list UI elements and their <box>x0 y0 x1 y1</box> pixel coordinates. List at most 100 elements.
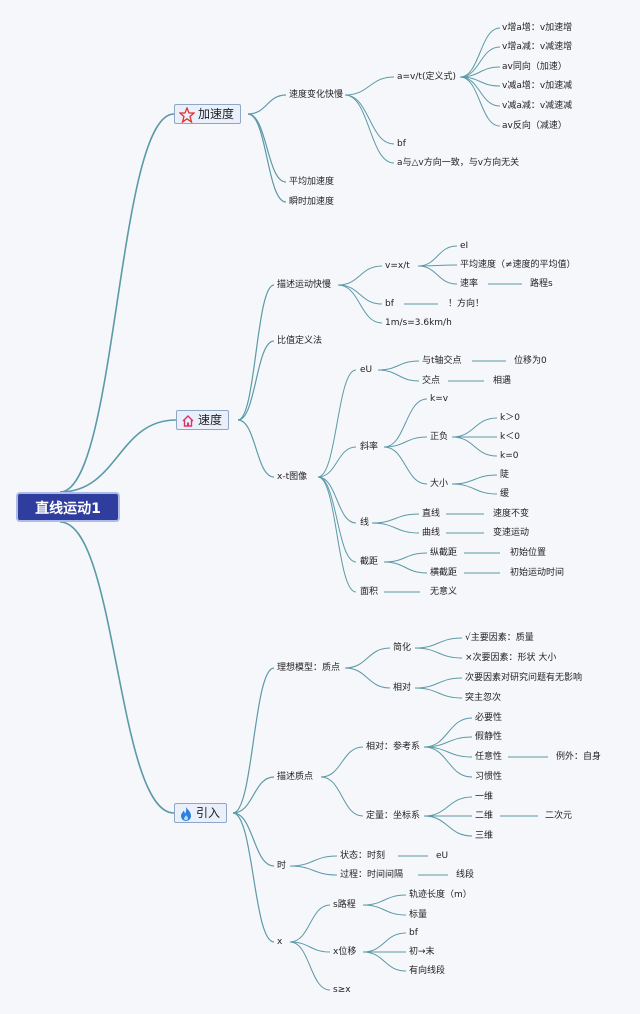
speed-bf[interactable]: bf <box>385 299 394 309</box>
ref-necessary[interactable]: 必要性 <box>475 713 503 723</box>
x-path[interactable]: s路程 <box>333 900 356 910</box>
x-s-ge-x[interactable]: s≥x <box>333 985 351 995</box>
ref-arbitrary[interactable]: 任意性 <box>475 752 503 762</box>
accel-case-4[interactable]: v减a增：v加速减 <box>502 81 573 91</box>
ref-assume-static[interactable]: 假静性 <box>475 732 503 742</box>
coord-2d[interactable]: 二维 <box>475 811 494 821</box>
time-segment[interactable]: 线段 <box>456 870 475 880</box>
intro-x[interactable]: x <box>277 937 283 947</box>
intercept-x[interactable]: 横截距 <box>430 568 458 578</box>
disp-directed[interactable]: 有向线段 <box>409 966 446 976</box>
connector <box>344 94 395 145</box>
branch-speed[interactable]: 速度 <box>176 410 230 430</box>
connector <box>459 66 501 78</box>
time-process[interactable]: 过程：时间间隔 <box>340 870 404 880</box>
branch-acceleration[interactable]: 加速度 <box>174 104 242 124</box>
coord-3d[interactable]: 三维 <box>475 831 494 841</box>
accel-case-5[interactable]: v减a减：v减速减 <box>502 101 573 111</box>
xt-meet[interactable]: 相遇 <box>493 376 512 386</box>
relative-focus[interactable]: 突主忽次 <box>465 693 502 703</box>
intro-relative[interactable]: 相对 <box>393 683 412 693</box>
xt-disp-zero[interactable]: 位移为0 <box>514 356 547 366</box>
slope-k-neg[interactable]: k＜0 <box>500 432 520 442</box>
speed-unit[interactable]: 1m/s=3.6km/h <box>385 318 452 328</box>
accel-case-3[interactable]: av同向（加速） <box>502 62 567 72</box>
simplify-main[interactable]: √主要因素：质量 <box>465 633 534 643</box>
intro-ideal-model[interactable]: 理想模型：质点 <box>277 663 341 673</box>
ref-exception[interactable]: 例外：自身 <box>556 752 602 762</box>
root-node[interactable]: 直线运动1 <box>16 492 120 522</box>
connector <box>371 522 420 534</box>
xt-eu[interactable]: eU <box>360 365 373 375</box>
connector <box>362 951 407 972</box>
accel-case-1[interactable]: v增a增：v加速增 <box>502 23 573 33</box>
connector <box>317 476 357 593</box>
disp-init-end[interactable]: 初→末 <box>409 947 435 957</box>
disp-bf[interactable]: bf <box>409 928 418 938</box>
describe-ref-frame[interactable]: 相对：参考系 <box>366 742 421 752</box>
line-varying[interactable]: 变速运动 <box>493 528 530 538</box>
connector <box>317 369 357 478</box>
area-meaningless[interactable]: 无意义 <box>430 587 458 597</box>
speed-vxt[interactable]: v=x/t <box>385 261 410 271</box>
simplify-minor[interactable]: ×次要因素：形状 大小 <box>465 653 557 663</box>
branch-speed-label: 速度 <box>198 413 223 427</box>
speed-xt-graph[interactable]: x-t图像 <box>277 472 308 482</box>
accel-direction[interactable]: a与△v方向一致，与v方向无关 <box>397 158 520 168</box>
speed-direction[interactable]: ！方向！ <box>448 299 485 309</box>
connector <box>337 284 383 324</box>
path-scalar[interactable]: 标量 <box>409 910 428 920</box>
xt-slope[interactable]: 斜率 <box>360 442 379 452</box>
speed-ratio-method[interactable]: 比值定义法 <box>277 336 323 346</box>
connector <box>247 113 287 183</box>
accel-case-2[interactable]: v增a减：v减速增 <box>502 42 573 52</box>
slope-k-zero[interactable]: k=0 <box>500 451 519 461</box>
accel-bf[interactable]: bf <box>397 139 406 149</box>
slope-size[interactable]: 大小 <box>430 479 449 489</box>
speed-path[interactable]: 路程s <box>530 279 553 289</box>
line-straight[interactable]: 直线 <box>422 509 441 519</box>
time-eu[interactable]: eU <box>436 851 449 861</box>
speed-rate[interactable]: 速率 <box>460 279 479 289</box>
intro-simplify[interactable]: 简化 <box>393 643 412 653</box>
connector <box>451 483 498 495</box>
slope-gentle[interactable]: 缓 <box>500 489 510 499</box>
path-track[interactable]: 轨迹长度（m） <box>409 890 472 900</box>
speed-average[interactable]: 平均速度（≠速度的平均值） <box>460 260 576 270</box>
intercept-init-pos[interactable]: 初始位置 <box>510 548 547 558</box>
slope-steep[interactable]: 陡 <box>500 470 510 480</box>
connector <box>371 513 420 524</box>
speed-ei[interactable]: eI <box>460 241 469 251</box>
accel-change-rate[interactable]: 速度变化快慢 <box>289 90 344 100</box>
coord-1d[interactable]: 一维 <box>475 792 494 802</box>
relative-minor-effect[interactable]: 次要因素对研究问题有无影响 <box>465 673 583 683</box>
intro-describe[interactable]: 描述质点 <box>277 772 314 782</box>
describe-coord[interactable]: 定量：坐标系 <box>366 811 421 821</box>
time-state[interactable]: 状态：时刻 <box>340 851 386 861</box>
branch-introduction[interactable]: 引入 <box>174 803 228 823</box>
accel-average[interactable]: 平均加速度 <box>289 177 335 187</box>
x-displacement[interactable]: x位移 <box>333 947 357 957</box>
coord-two-elem[interactable]: 二次元 <box>545 811 573 821</box>
accel-case-6[interactable]: av反向（减速） <box>502 121 567 131</box>
line-const-speed[interactable]: 速度不变 <box>493 509 530 519</box>
xt-cross[interactable]: 交点 <box>422 376 441 386</box>
accel-instant[interactable]: 瞬时加速度 <box>289 197 335 207</box>
connector <box>417 245 458 267</box>
slope-k-eq-v[interactable]: k=v <box>430 394 449 404</box>
speed-desc[interactable]: 描述运动快慢 <box>277 280 332 290</box>
slope-sign[interactable]: 正负 <box>430 432 449 442</box>
connector <box>423 717 473 748</box>
intercept-y[interactable]: 纵截距 <box>430 548 458 558</box>
line-curve[interactable]: 曲线 <box>422 528 441 538</box>
xt-intercept[interactable]: 截距 <box>360 557 379 567</box>
accel-definition[interactable]: a=v/t(定义式) <box>397 72 456 82</box>
intercept-init-time[interactable]: 初始运动时间 <box>510 568 565 578</box>
xt-line[interactable]: 线 <box>360 518 370 528</box>
ref-habit[interactable]: 习惯性 <box>475 772 503 782</box>
intro-time[interactable]: 时 <box>277 861 287 871</box>
xt-t-axis[interactable]: 与t轴交点 <box>422 356 462 366</box>
xt-area[interactable]: 面积 <box>360 587 379 597</box>
connector <box>414 687 463 699</box>
slope-k-pos[interactable]: k＞0 <box>500 413 520 423</box>
